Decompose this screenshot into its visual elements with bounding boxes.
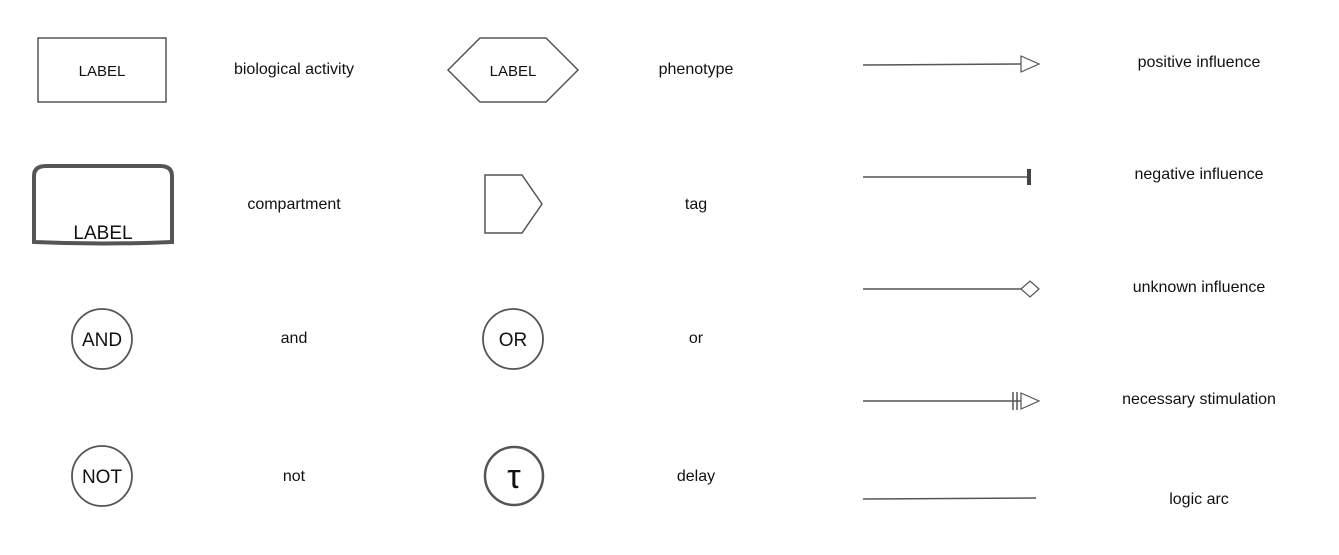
or-glyph-label: OR — [499, 330, 528, 351]
positive-influence-caption: positive influence — [1137, 54, 1261, 71]
not-glyph-label: NOT — [82, 467, 123, 488]
unknown-influence-arc — [863, 280, 1040, 298]
positive-influence-arc — [862, 55, 1041, 73]
not-caption: not — [282, 468, 306, 485]
negative-influence-arc — [863, 169, 1031, 185]
delay-glyph: τ — [483, 445, 545, 507]
necessary-stimulation-caption: necessary stimulation — [1122, 391, 1276, 408]
or-caption: or — [688, 330, 704, 347]
and-glyph-label: AND — [82, 330, 122, 351]
phenotype-glyph-label: LABEL — [490, 63, 537, 80]
unknown-influence-caption: unknown influence — [1132, 279, 1266, 296]
delay-glyph-label: τ — [507, 458, 521, 496]
or-glyph: OR — [482, 308, 544, 370]
phenotype-caption: phenotype — [658, 61, 734, 78]
necessary-stimulation-arc — [863, 392, 1041, 410]
tag-caption: tag — [684, 196, 708, 213]
negative-influence-caption: negative influence — [1134, 166, 1264, 183]
tag-glyph — [484, 174, 543, 234]
not-glyph: NOT — [71, 445, 133, 507]
and-glyph: AND — [71, 308, 133, 370]
biological-activity-glyph: LABEL — [37, 37, 167, 103]
and-caption: and — [280, 330, 308, 347]
delay-caption: delay — [676, 468, 716, 485]
logic-arc — [862, 497, 1037, 500]
logic-arc-caption: logic arc — [1169, 491, 1229, 508]
biological-activity-glyph-label: LABEL — [79, 63, 126, 80]
compartment-glyph: LABEL — [32, 164, 174, 246]
compartment-caption: compartment — [247, 196, 341, 213]
biological-activity-caption: biological activity — [233, 61, 355, 78]
compartment-glyph-label: LABEL — [73, 223, 132, 244]
phenotype-glyph: LABEL — [446, 37, 580, 103]
